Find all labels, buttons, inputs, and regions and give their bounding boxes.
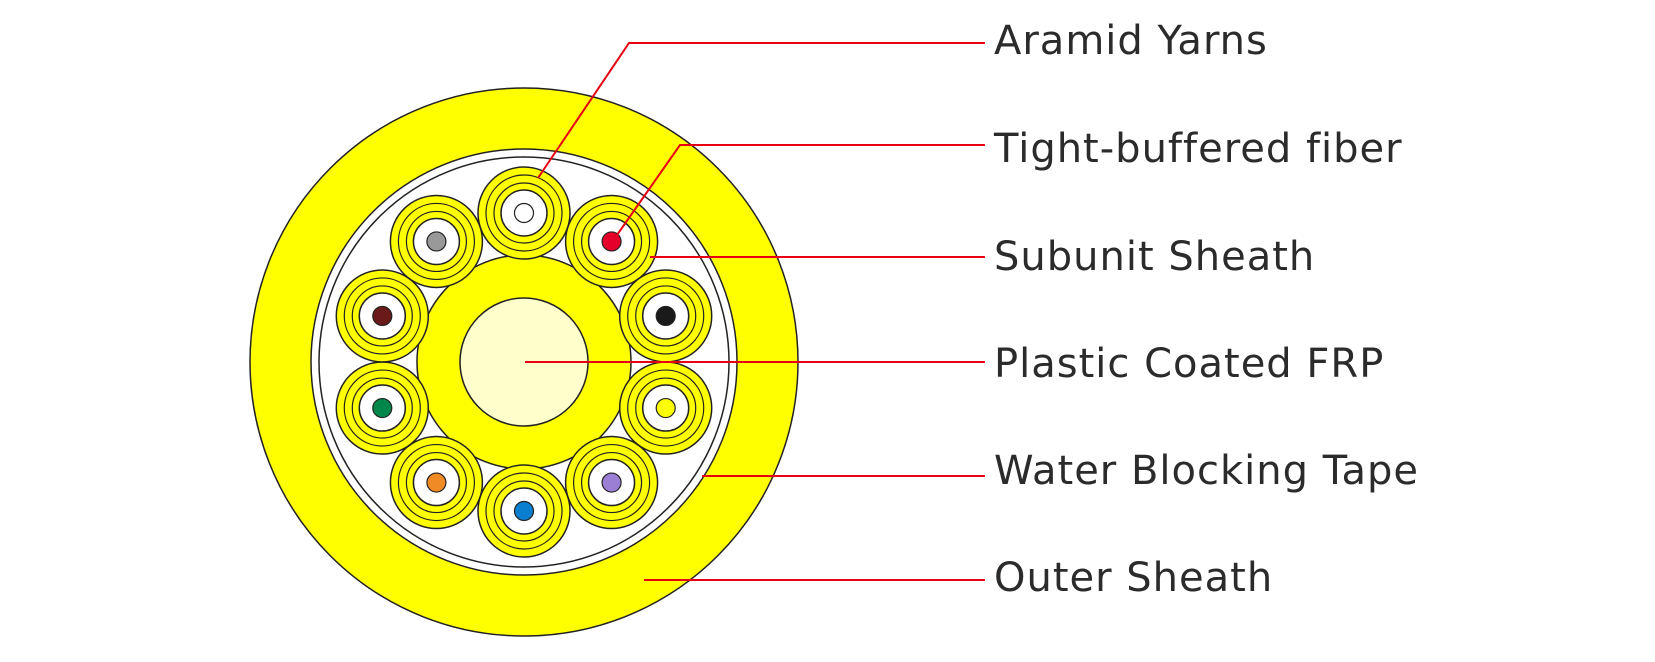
subunit-white (477, 166, 571, 260)
label-subunit-sheath: Subunit Sheath (994, 234, 1315, 280)
subunit-gray (389, 194, 484, 289)
subunit-brown (335, 269, 430, 363)
subunit-orange (389, 435, 484, 530)
fiber-brown (372, 305, 393, 327)
subunit-red (564, 194, 659, 289)
fiber-blue (513, 500, 535, 522)
labels: Aramid Yarns Tight-buffered fiber Subuni… (993, 18, 1419, 601)
label-tight-buffered-fiber: Tight-buffered fiber (993, 126, 1403, 172)
leader-aramid-yarns (537, 42, 985, 179)
subunit-violet (564, 435, 659, 530)
subunit-yellow (618, 361, 713, 455)
subunit-green (335, 361, 430, 455)
label-plastic-coated-frp: Plastic Coated FRP (994, 341, 1384, 387)
fiber-gray (426, 231, 447, 252)
leader-tight-buffered-fiber (616, 144, 985, 236)
label-water-blocking-tape: Water Blocking Tape (994, 448, 1419, 494)
fiber-green (372, 397, 393, 419)
label-aramid-yarns: Aramid Yarns (994, 18, 1268, 64)
fiber-black (655, 305, 676, 327)
label-outer-sheath: Outer Sheath (994, 555, 1273, 601)
fiber-violet (601, 472, 622, 493)
fiber-orange (426, 472, 447, 493)
fiber-yellow (655, 397, 676, 419)
leader-lines (525, 42, 985, 581)
fiber-white (513, 202, 535, 224)
subunit-blue (477, 464, 571, 558)
subunit-black (618, 269, 713, 363)
cable-cross-section (249, 87, 799, 637)
fiber-red (601, 231, 622, 252)
